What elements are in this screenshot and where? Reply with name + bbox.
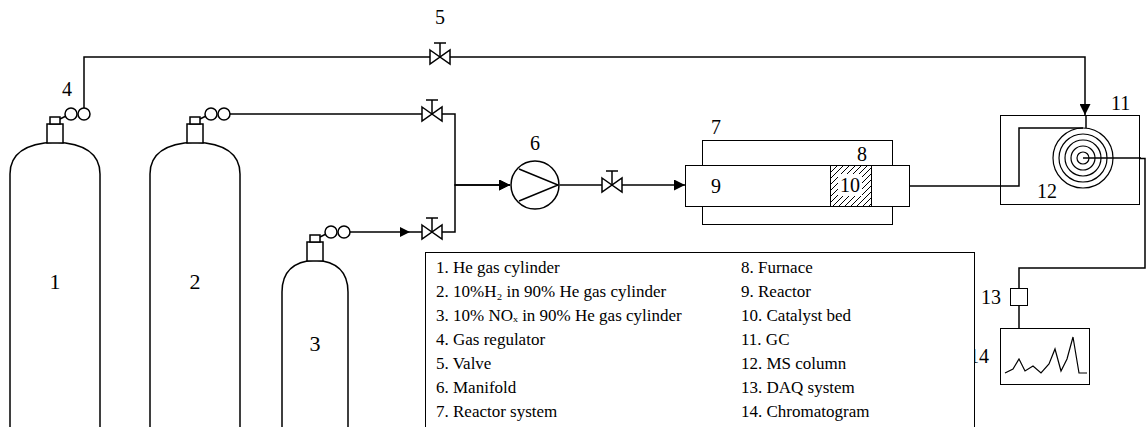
hatch-fill <box>831 166 871 206</box>
column-line <box>1083 157 1141 159</box>
reactor-tube: 10 9 <box>685 165 910 207</box>
regulator-gauge <box>338 226 350 238</box>
valve-stem <box>431 218 433 232</box>
valve-handle <box>606 170 618 172</box>
valve-handle <box>426 217 438 219</box>
daq-box: 13 <box>1010 288 1028 306</box>
key-entry: 12. MS column <box>741 354 846 374</box>
key-box: 1. He gas cylinder 2. 10%H₂ in 90% He gas… <box>425 252 975 427</box>
callout-number: 10 <box>838 174 862 196</box>
callout-number: 8 <box>857 143 867 165</box>
callout-number: 9 <box>711 175 721 197</box>
regulator-gauge <box>325 226 337 238</box>
key-entry: 6. Manifold <box>436 378 516 398</box>
pipe-line <box>84 57 1085 115</box>
key-entry: 14. Chromatogram <box>741 402 869 422</box>
cylinder-neck <box>187 124 203 143</box>
key-entry: 7. Reactor system <box>436 402 557 422</box>
column-line <box>1085 116 1087 128</box>
callout-number: 11 <box>1111 92 1130 114</box>
callout-number: 12 <box>1037 180 1057 202</box>
key-entry: 5. Valve <box>436 354 491 374</box>
callout-number: 7 <box>711 116 721 138</box>
manifold-circle <box>511 161 559 209</box>
key-entry: 8. Furnace <box>741 258 813 278</box>
cylinder-body <box>282 260 348 427</box>
valve-symbol <box>422 218 442 239</box>
callout-number: 5 <box>435 6 445 28</box>
regulator-gauge <box>205 108 217 120</box>
callout-number: 2 <box>190 270 201 294</box>
callout-number: 6 <box>530 132 540 154</box>
gas-cylinder: 1 <box>10 104 102 427</box>
valve-handle <box>434 42 446 44</box>
regulator-gauge <box>78 108 90 120</box>
pipe-line <box>362 185 510 232</box>
callout-number: 4 <box>62 78 72 100</box>
gas-cylinder: 2 <box>150 104 250 427</box>
cylinder-valve <box>310 235 320 242</box>
valve-stem <box>611 171 613 185</box>
manifold-mark <box>519 169 558 201</box>
valve-stem <box>439 43 441 57</box>
chromatogram-box-outline <box>1001 329 1089 384</box>
callout-number: 13 <box>981 286 1001 308</box>
gc-box-outline <box>1001 116 1139 204</box>
valve-symbol <box>602 171 622 192</box>
regulator-outlet <box>83 104 85 108</box>
cylinder-neck <box>307 242 323 261</box>
key-entry: 4. Gas regulator <box>436 330 545 350</box>
flow-arrow <box>400 227 410 237</box>
pipe-line <box>1018 306 1020 328</box>
cylinder-valve <box>190 117 200 124</box>
cylinder-neck <box>47 124 63 143</box>
key-entry: 9. Reactor <box>741 282 811 302</box>
gas-cylinder-outline <box>150 104 250 427</box>
catalyst-bed: 10 <box>830 165 872 207</box>
manifold-symbol-outline <box>510 160 560 210</box>
regulator-outlet <box>230 113 250 115</box>
valve-handle <box>426 99 438 101</box>
chromatogram-box: 14 <box>1000 328 1090 385</box>
pipe-line <box>910 185 1000 187</box>
regulator-gauge <box>218 108 230 120</box>
valve-symbol <box>422 100 442 121</box>
gas-cylinder-outline <box>10 104 102 427</box>
regulator-outlet <box>350 231 362 233</box>
gas-cylinder-outline <box>282 222 362 427</box>
callout-number: 1 <box>50 270 61 294</box>
regulator-gauge <box>65 108 77 120</box>
gc-box: 1112 <box>1000 115 1140 205</box>
callout-number: 3 <box>310 332 321 356</box>
cylinder-valve <box>50 117 60 124</box>
key-entry: 2. 10%H₂ in 90% He gas cylinder <box>436 282 666 302</box>
cylinder-body <box>10 142 100 427</box>
manifold-symbol: 6 <box>510 160 560 210</box>
key-entry: 1. He gas cylinder <box>436 258 560 278</box>
valve-stem <box>431 100 433 114</box>
pipe-line <box>250 114 510 185</box>
key-entry: 3. 10% NOₓ in 90% He gas cylinder <box>436 306 682 326</box>
valve-symbol <box>430 43 450 64</box>
key-entry: 11. GC <box>741 330 790 350</box>
gas-cylinder: 3 <box>282 222 362 427</box>
column-line <box>1001 128 1083 186</box>
key-entry: 13. DAQ system <box>741 378 855 398</box>
chromatogram-trace <box>1005 337 1087 373</box>
key-entry: 10. Catalyst bed <box>741 306 851 326</box>
cylinder-body <box>150 142 240 427</box>
